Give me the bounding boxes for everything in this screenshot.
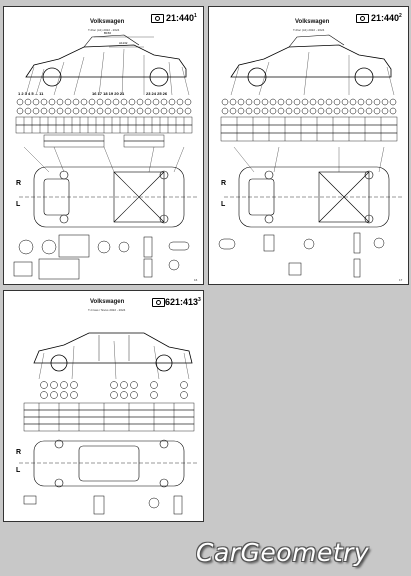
camera-icon xyxy=(356,14,369,23)
right-side-label: R xyxy=(16,180,22,187)
left-side-label: L xyxy=(16,467,21,474)
sheet-number: 21:4401 xyxy=(166,13,197,23)
page-number: 16 xyxy=(194,278,198,282)
sheet-model-line: T-Cross / Nivus 2022 - 2024 xyxy=(88,308,126,312)
empty-slot xyxy=(208,290,409,522)
page-number: 17 xyxy=(399,278,403,282)
left-side-label: L xyxy=(16,201,21,208)
sheet-number: 621:4133 xyxy=(165,297,201,307)
sheet-page-3: Volkswagen T-Cross / Nivus 2022 - 2024 6… xyxy=(3,290,204,522)
sheet-page-2: Volkswagen T-Roc (A1) 2022 - 2024 21:440… xyxy=(208,6,409,285)
sheet-make: Volkswagen xyxy=(90,19,125,25)
svg-text:A1132: A1132 xyxy=(119,41,128,45)
side-profile-diagram xyxy=(218,34,404,278)
cargeometry-logo: CarGeometry xyxy=(196,538,370,567)
side-profile-diagram xyxy=(19,332,199,515)
svg-text:1 2 3 4 5 ... 11: 1 2 3 4 5 ... 11 xyxy=(18,91,44,96)
svg-text:23 24 25 26: 23 24 25 26 xyxy=(146,91,168,96)
svg-text:B150: B150 xyxy=(104,31,111,35)
side-profile-diagram: A1132 B150 1 2 3 4 5 ... 11 16 17 18 19 … xyxy=(13,31,199,280)
right-side-label: R xyxy=(221,180,227,187)
camera-icon xyxy=(151,14,164,23)
camera-icon xyxy=(152,298,165,307)
sheet-make: Volkswagen xyxy=(90,299,125,305)
left-side-label: L xyxy=(221,201,226,208)
sheet-number: 21:4402 xyxy=(371,13,402,23)
right-side-label: R xyxy=(16,449,22,456)
svg-text:16 17 18 19 20 21: 16 17 18 19 20 21 xyxy=(92,91,125,96)
sheet-model-line: T-Roc (A1) 2022 - 2024 xyxy=(88,28,120,32)
sheet-page-1: Volkswagen T-Roc (A1) 2022 - 2024 21:440… xyxy=(3,6,204,285)
sheet-model-line: T-Roc (A1) 2022 - 2024 xyxy=(293,28,325,32)
sheet-make: Volkswagen xyxy=(295,19,330,25)
